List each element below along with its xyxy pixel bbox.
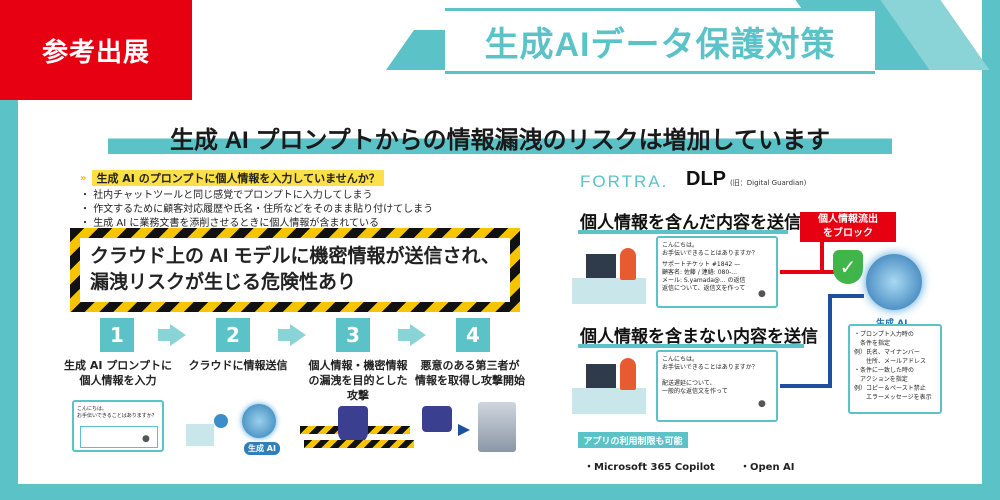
ai-brain-icon bbox=[866, 254, 922, 310]
step-number: 3 bbox=[336, 318, 370, 352]
monitor-icon bbox=[586, 254, 616, 278]
arrow-right-icon bbox=[170, 324, 186, 346]
arrow-right-icon bbox=[290, 324, 306, 346]
blocked-flow-line bbox=[780, 270, 840, 274]
bullet-item: ・ 生成 AI に業務文書を添削させるときに個人情報が含まれている bbox=[80, 218, 380, 229]
arrow-right-icon bbox=[410, 324, 426, 346]
ai-label: 生成 AI bbox=[244, 442, 280, 455]
chat-window-illustration: こんにちは。 お手伝いできることはありますか？ ● bbox=[72, 400, 164, 452]
attack-illustration bbox=[300, 400, 414, 456]
policy-info-box: ・プロンプト入力時の 条件を指定 例）氏名、マイナンバー 住所、メールアドレス … bbox=[848, 324, 942, 414]
allowed-flow-line bbox=[780, 384, 832, 388]
app-item: ・Microsoft 365 Copilot bbox=[584, 462, 715, 473]
microphone-icon: ● bbox=[758, 399, 766, 409]
monitor-icon bbox=[586, 364, 616, 388]
arrow-right-icon bbox=[458, 424, 470, 436]
step-number: 1 bbox=[100, 318, 134, 352]
frame-right-border bbox=[982, 0, 1000, 500]
ai-brain-icon bbox=[242, 404, 276, 438]
blocked-flow-line bbox=[820, 240, 824, 274]
person-icon bbox=[620, 248, 636, 280]
headline: 生成 AI プロンプトからの情報漏洩のリスクは増加しています bbox=[108, 120, 892, 154]
server-icon bbox=[478, 402, 516, 452]
chat-window-without-pii: こんにちは。 お手伝いできることはありますか？ 配送遅延について、 一般的な返信… bbox=[656, 350, 778, 422]
double-arrow-icon: » bbox=[80, 172, 87, 184]
chat-input bbox=[80, 426, 158, 448]
title-box: 生成AIデータ保護対策 bbox=[445, 8, 875, 74]
check-shield-icon: ✓ bbox=[833, 250, 863, 284]
section-title-without-pii: 個人情報を含まない内容を送信 bbox=[580, 327, 818, 346]
cloud-upload-illustration: 生成 AI bbox=[186, 400, 286, 456]
microphone-icon: ● bbox=[758, 289, 766, 299]
arrow-right-icon bbox=[278, 329, 290, 341]
warning-box: クラウド上の AI モデルに機密情報が送信され、 漏洩リスクが生じる危険性あり bbox=[80, 238, 510, 302]
warning-line2: 漏洩リスクが生じる危険性あり bbox=[90, 272, 357, 293]
frame-bottom-border bbox=[0, 484, 1000, 500]
hacker-illustration bbox=[420, 396, 530, 458]
chat-window-with-pii: こんにちは。 お手伝いできることはありますか？ サポートチケット #1842 —… bbox=[656, 236, 778, 308]
frame-left-border bbox=[0, 0, 18, 500]
hacker-icon bbox=[422, 406, 452, 432]
arrow-right-icon bbox=[398, 329, 410, 341]
office-worker-illustration bbox=[572, 242, 650, 306]
step-label: 生成 AI プロンプトに 個人情報を入力 bbox=[64, 359, 172, 387]
step-number: 4 bbox=[456, 318, 490, 352]
app-restriction-label: アプリの利用制限も可能 bbox=[578, 432, 688, 448]
allowed-flow-line bbox=[828, 294, 832, 388]
arrow-right-icon bbox=[158, 329, 170, 341]
step-label: クラウドに情報送信 bbox=[188, 359, 288, 372]
section-underline bbox=[578, 230, 788, 234]
app-item: ・Open AI bbox=[740, 462, 795, 473]
office-worker-illustration bbox=[572, 352, 650, 416]
bullet-item: ・ 社内チャットツールと同じ感覚でプロンプトに入力してしまう bbox=[80, 190, 373, 201]
desk-icon bbox=[572, 278, 646, 304]
section-underline bbox=[578, 344, 804, 348]
fortra-logo: FORTRA. bbox=[580, 172, 669, 191]
step-label: 悪意のある第三者が 情報を取得し攻撃開始 bbox=[415, 359, 525, 387]
allowed-flow-line bbox=[828, 294, 864, 298]
warning-line1: クラウド上の AI モデルに機密情報が送信され、 bbox=[90, 246, 500, 267]
question-text: 生成 AI のプロンプトに個人情報を入力していませんか？ bbox=[92, 170, 384, 186]
shield-icon bbox=[338, 406, 368, 444]
person-icon bbox=[620, 358, 636, 390]
microphone-icon: ● bbox=[142, 434, 150, 444]
caution-tape bbox=[304, 440, 414, 448]
bullet-item: ・ 作文するために顧客対応履歴や氏名・住所などをそのまま貼り付けてしまう bbox=[80, 204, 434, 215]
dlp-subtitle: (旧：Digital Guardian) bbox=[730, 179, 807, 187]
step-number: 2 bbox=[216, 318, 250, 352]
dlp-logo: DLP bbox=[686, 168, 726, 190]
exhibit-badge: 参考出展 bbox=[0, 0, 192, 100]
question-line: » 生成 AI のプロンプトに個人情報を入力していませんか？ bbox=[80, 170, 384, 186]
desk-icon bbox=[186, 424, 214, 446]
block-label: 個人情報流出 をブロック bbox=[800, 212, 896, 242]
globe-icon bbox=[214, 414, 228, 428]
page-title: 生成AIデータ保護対策 bbox=[484, 25, 836, 64]
step-label: 個人情報・機密情報 の漏洩を目的とした 攻撃 bbox=[308, 359, 408, 402]
desk-icon bbox=[572, 388, 646, 414]
section-title-with-pii: 個人情報を含んだ内容を送信 bbox=[580, 213, 801, 232]
